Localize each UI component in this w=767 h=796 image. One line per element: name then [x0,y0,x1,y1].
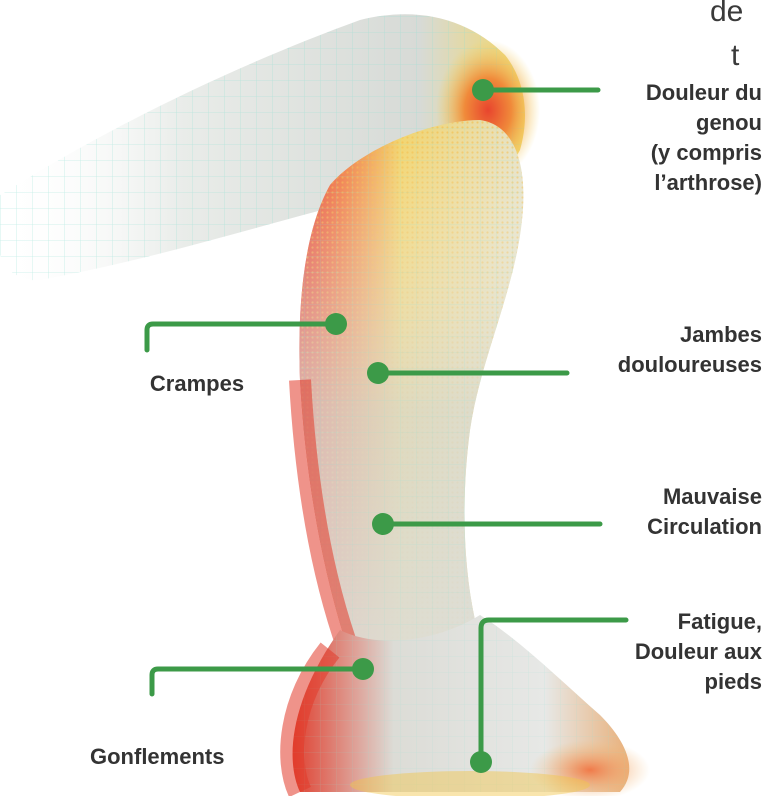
label-knee-pain: Douleur du genou (y compris l’arthrose) [646,78,762,198]
knee-dot [472,79,494,101]
label-swelling: Gonflements [90,742,224,772]
foot [292,615,650,796]
label-cramps: Crampes [122,369,272,399]
label-foot-pain: Fatigue, Douleur aux pieds [635,607,762,697]
label-sore-legs: Jambes douloureuses [618,320,762,380]
sore-legs-dot [367,362,389,384]
lower-leg [299,120,523,644]
cramps-dot [325,313,347,335]
swelling-dot [352,658,374,680]
label-poor-circulation: Mauvaise Circulation [647,482,762,542]
feet-dot [470,751,492,773]
circulation-dot [372,513,394,535]
